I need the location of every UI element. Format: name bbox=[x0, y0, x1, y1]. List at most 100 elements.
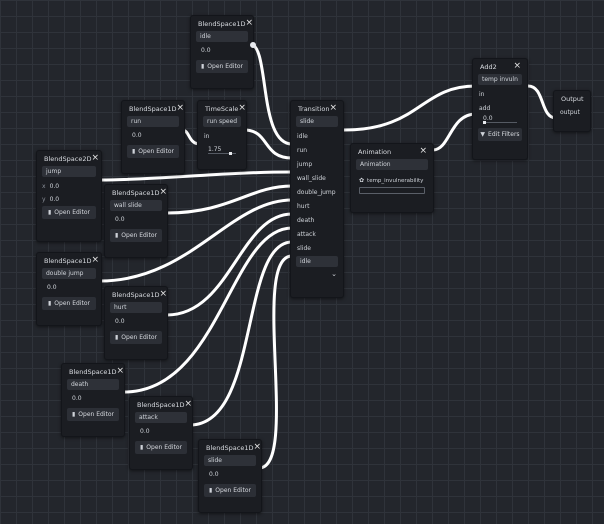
animation-field[interactable]: slide bbox=[204, 455, 256, 466]
node-add2[interactable]: Add2× temp invuln in add 0.0 ▼Edit Filte… bbox=[472, 58, 528, 160]
input-port-in[interactable]: in bbox=[479, 91, 485, 98]
node-blendspace1d-run[interactable]: BlendSpace1D× run 0.0 ▮Open Editor bbox=[121, 100, 185, 174]
blend-value[interactable]: 0.0 bbox=[201, 47, 211, 54]
current-state-field[interactable]: slide bbox=[296, 116, 338, 127]
open-editor-button[interactable]: ▮Open Editor bbox=[42, 297, 96, 310]
close-icon[interactable]: × bbox=[159, 289, 168, 299]
node-output[interactable]: Output output bbox=[553, 90, 591, 132]
node-blendspace1d-attack[interactable]: BlendSpace1D× attack 0.0 ▮Open Editor bbox=[129, 396, 193, 470]
open-editor-button[interactable]: ▮Open Editor bbox=[110, 331, 162, 344]
close-icon[interactable]: × bbox=[253, 442, 262, 452]
close-icon[interactable]: × bbox=[419, 146, 427, 156]
node-blendspace1d-hurt[interactable]: BlendSpace1D× hurt 0.0 ▮Open Editor bbox=[104, 286, 168, 360]
node-header[interactable]: BlendSpace2D× bbox=[37, 151, 101, 166]
animation-field[interactable]: double jump bbox=[42, 268, 96, 279]
input-port-wall-slide[interactable]: wall_slide bbox=[297, 175, 326, 182]
node-blendspace1d-double-jump[interactable]: BlendSpace1D× double jump 0.0 ▮Open Edit… bbox=[36, 252, 102, 326]
edit-filters-button[interactable]: ▼Edit Filters bbox=[478, 128, 522, 141]
close-icon[interactable]: × bbox=[184, 399, 193, 409]
node-blendspace1d-slide[interactable]: BlendSpace1D× slide 0.0 ▮Open Editor bbox=[198, 439, 262, 513]
close-icon[interactable]: × bbox=[513, 61, 521, 71]
node-header[interactable]: BlendSpace1D× bbox=[199, 440, 261, 455]
animation-field[interactable]: Animation bbox=[356, 159, 428, 170]
close-icon[interactable]: × bbox=[159, 187, 168, 197]
node-header[interactable]: BlendSpace1D× bbox=[37, 253, 101, 268]
node-header[interactable]: BlendSpace1D× bbox=[105, 287, 167, 302]
animation-field[interactable]: jump bbox=[42, 166, 96, 177]
blend-value[interactable]: 0.0 bbox=[47, 284, 57, 291]
close-icon[interactable]: × bbox=[329, 103, 337, 113]
close-icon[interactable]: × bbox=[116, 366, 125, 376]
blend-value[interactable]: 0.0 bbox=[132, 132, 142, 139]
input-port-add[interactable]: add bbox=[479, 105, 491, 112]
node-blendspace1d-idle[interactable]: BlendSpace1D× idle 0.0 ▮Open Editor bbox=[190, 15, 256, 89]
animation-field[interactable]: run speed bbox=[203, 116, 241, 127]
blend-value[interactable]: 0.0 bbox=[115, 216, 125, 223]
close-icon[interactable]: × bbox=[91, 153, 100, 163]
node-blendspace1d-death[interactable]: BlendSpace1D× death 0.0 ▮Open Editor bbox=[61, 363, 125, 437]
slider-knob[interactable] bbox=[483, 121, 486, 124]
open-editor-button[interactable]: ▮Open Editor bbox=[67, 408, 119, 421]
node-header[interactable]: Add2× bbox=[473, 59, 527, 74]
open-editor-button[interactable]: ▮Open Editor bbox=[110, 229, 162, 242]
node-header[interactable]: BlendSpace1D× bbox=[62, 364, 124, 379]
input-port-in[interactable]: in bbox=[204, 133, 210, 140]
node-header[interactable]: Transition× bbox=[291, 101, 343, 116]
input-port-jump[interactable]: jump bbox=[297, 161, 313, 168]
node-header[interactable]: Animation× bbox=[351, 144, 433, 159]
node-blendspace1d-wall-slide[interactable]: BlendSpace1D× wall slide 0.0 ▮Open Edito… bbox=[104, 184, 168, 258]
animation-progress[interactable] bbox=[359, 187, 425, 194]
node-header[interactable]: BlendSpace1D× bbox=[122, 101, 184, 116]
script-icon: ▮ bbox=[114, 232, 119, 239]
blend-value[interactable]: 0.0 bbox=[209, 471, 219, 478]
blend-value[interactable]: 0.0 bbox=[140, 428, 150, 435]
chevron-down-icon[interactable]: ⌄ bbox=[331, 270, 337, 278]
input-port-run[interactable]: run bbox=[297, 147, 308, 154]
animation-name[interactable]: ✿temp_invulnerability bbox=[351, 173, 433, 184]
input-port-idle[interactable]: idle bbox=[297, 133, 308, 140]
input-port-hurt[interactable]: hurt bbox=[297, 203, 310, 210]
input-port-attack[interactable]: attack bbox=[297, 231, 316, 238]
node-header[interactable]: BlendSpace1D× bbox=[191, 16, 253, 31]
animation-field[interactable]: idle bbox=[196, 31, 248, 42]
animation-field[interactable]: death bbox=[67, 379, 119, 390]
close-icon[interactable]: × bbox=[245, 18, 254, 28]
open-editor-button[interactable]: ▮Open Editor bbox=[135, 441, 187, 454]
node-header[interactable]: TimeScale× bbox=[198, 101, 246, 116]
open-editor-button[interactable]: ▮Open Editor bbox=[196, 60, 248, 73]
open-editor-button[interactable]: ▮Open Editor bbox=[204, 484, 256, 497]
open-editor-button[interactable]: ▮Open Editor bbox=[42, 206, 96, 219]
button-label: Open Editor bbox=[121, 334, 157, 341]
animation-field[interactable]: wall slide bbox=[110, 200, 162, 211]
node-transition[interactable]: Transition× slide idle run jump wall_sli… bbox=[290, 100, 344, 298]
output-port[interactable] bbox=[250, 42, 256, 48]
animation-field[interactable]: run bbox=[127, 116, 179, 127]
animation-field[interactable]: hurt bbox=[110, 302, 162, 313]
blend-value[interactable]: 0.0 bbox=[72, 395, 82, 402]
open-editor-button[interactable]: ▮Open Editor bbox=[127, 145, 179, 158]
animation-field[interactable]: temp invuln bbox=[478, 74, 522, 85]
input-port-slide[interactable]: slide bbox=[297, 245, 311, 252]
node-timescale[interactable]: TimeScale× run speed in 1.75 bbox=[197, 100, 247, 170]
input-port-death[interactable]: death bbox=[297, 217, 315, 224]
node-title: BlendSpace1D bbox=[44, 256, 92, 265]
add-amount-slider[interactable]: 0.0 bbox=[478, 113, 522, 124]
node-header[interactable]: BlendSpace1D× bbox=[130, 397, 192, 412]
node-animation[interactable]: Animation× Animation ✿temp_invulnerabili… bbox=[350, 143, 434, 213]
input-port-output[interactable]: output bbox=[560, 109, 580, 116]
close-icon[interactable]: × bbox=[176, 103, 185, 113]
state-select[interactable]: idle bbox=[296, 256, 338, 267]
scale-slider[interactable]: 1.75 bbox=[203, 144, 241, 155]
animation-field[interactable]: attack bbox=[135, 412, 187, 423]
close-icon[interactable]: × bbox=[91, 255, 100, 265]
input-port-double-jump[interactable]: double_jump bbox=[297, 189, 336, 196]
node-title: BlendSpace1D bbox=[112, 188, 160, 197]
blend-value[interactable]: 0.0 bbox=[115, 318, 125, 325]
close-icon[interactable]: × bbox=[238, 103, 246, 113]
slider-knob[interactable] bbox=[229, 152, 232, 155]
node-header[interactable]: Output bbox=[554, 91, 590, 106]
node-header[interactable]: BlendSpace1D× bbox=[105, 185, 167, 200]
